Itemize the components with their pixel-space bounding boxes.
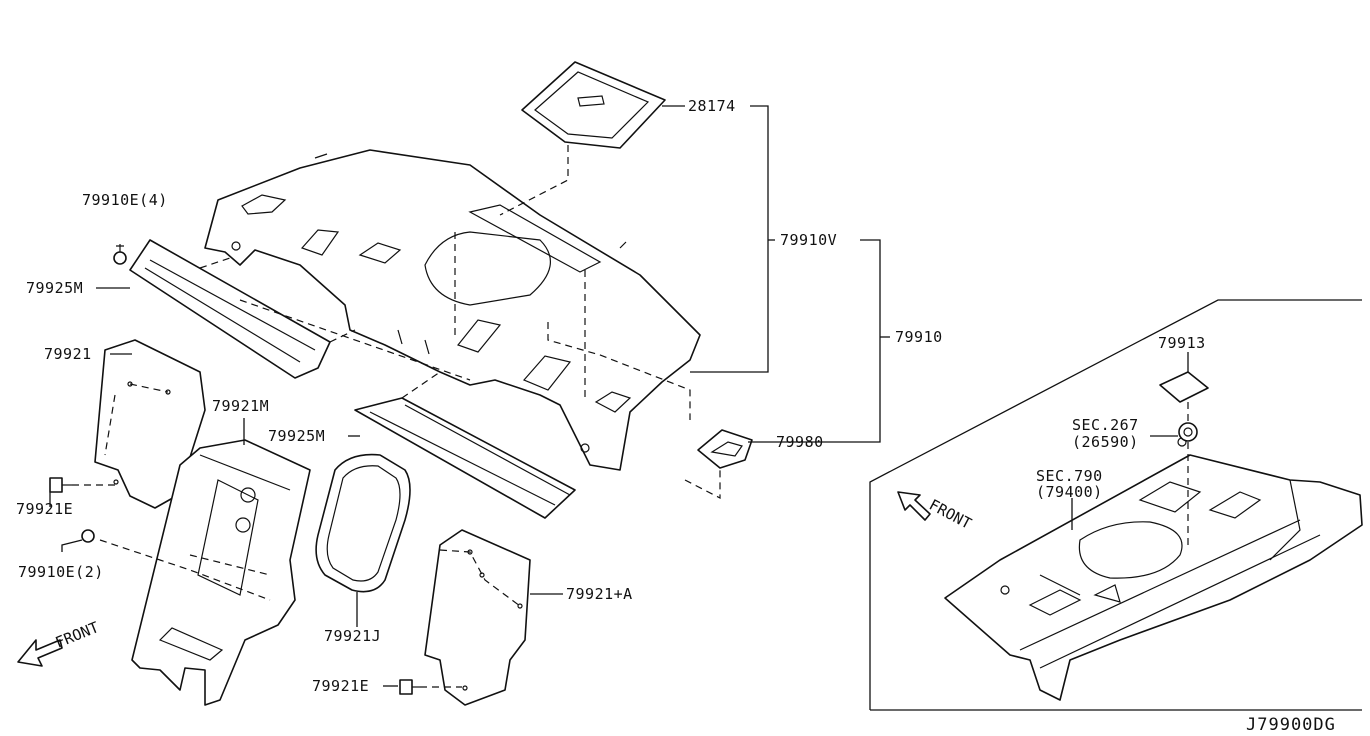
label-79921e-left: 79921E: [16, 500, 73, 518]
label-sec790: SEC.790: [1036, 467, 1103, 485]
label-79921j: 79921J: [324, 627, 381, 645]
label-79913: 79913: [1158, 334, 1206, 352]
label-79921e-bottom: 79921E: [312, 677, 369, 695]
diagram-code: J79900DG: [1246, 715, 1336, 735]
label-79980: 79980: [776, 433, 824, 451]
front-label-inset: FRONT: [926, 496, 974, 533]
label-79921a: 79921+A: [566, 585, 633, 603]
label-26590: (26590): [1072, 433, 1139, 451]
finisher-79925m-lower: [354, 397, 576, 519]
front-arrow-main: FRONT: [17, 618, 102, 667]
label-79400: (79400): [1036, 483, 1103, 501]
seal-79921j: [315, 453, 411, 593]
label-79925m-upper: 79925M: [26, 279, 83, 297]
label-79921: 79921: [44, 345, 92, 363]
finisher-79925m-upper: [129, 239, 331, 379]
grommet-sec267: [1178, 422, 1198, 442]
lamp-cover-79980: [697, 429, 753, 469]
clip-79910e-top: [113, 244, 127, 265]
front-arrow-inset: FRONT: [897, 491, 974, 533]
assembly-lines: [72, 145, 721, 688]
clip-79921e-left: [49, 477, 72, 493]
label-28174: 28174: [688, 97, 736, 115]
label-79910: 79910: [895, 328, 943, 346]
label-79921m: 79921M: [212, 397, 269, 415]
parcel-shelf-trim: [204, 149, 701, 471]
pad-79913: [1159, 371, 1209, 403]
clip-79910e-lower: [81, 529, 95, 543]
speaker-grille-28174: [521, 61, 666, 149]
label-79910v: 79910V: [780, 231, 837, 249]
center-panel-79921m: [131, 439, 311, 706]
leader-lines: [49, 105, 890, 687]
label-79910e-4: 79910E(4): [82, 191, 168, 209]
label-sec267: SEC.267: [1072, 416, 1139, 434]
label-79925m-lower: 79925M: [268, 427, 325, 445]
front-label-main: FRONT: [53, 618, 102, 652]
clip-79921e-bottom: [399, 679, 420, 695]
label-79910e-2: 79910E(2): [18, 563, 104, 581]
side-panel-79921a: [424, 529, 531, 706]
rear-parcel-panel: [944, 437, 1363, 701]
inset-panel: FRONT 79913 SEC.267: [869, 299, 1363, 711]
